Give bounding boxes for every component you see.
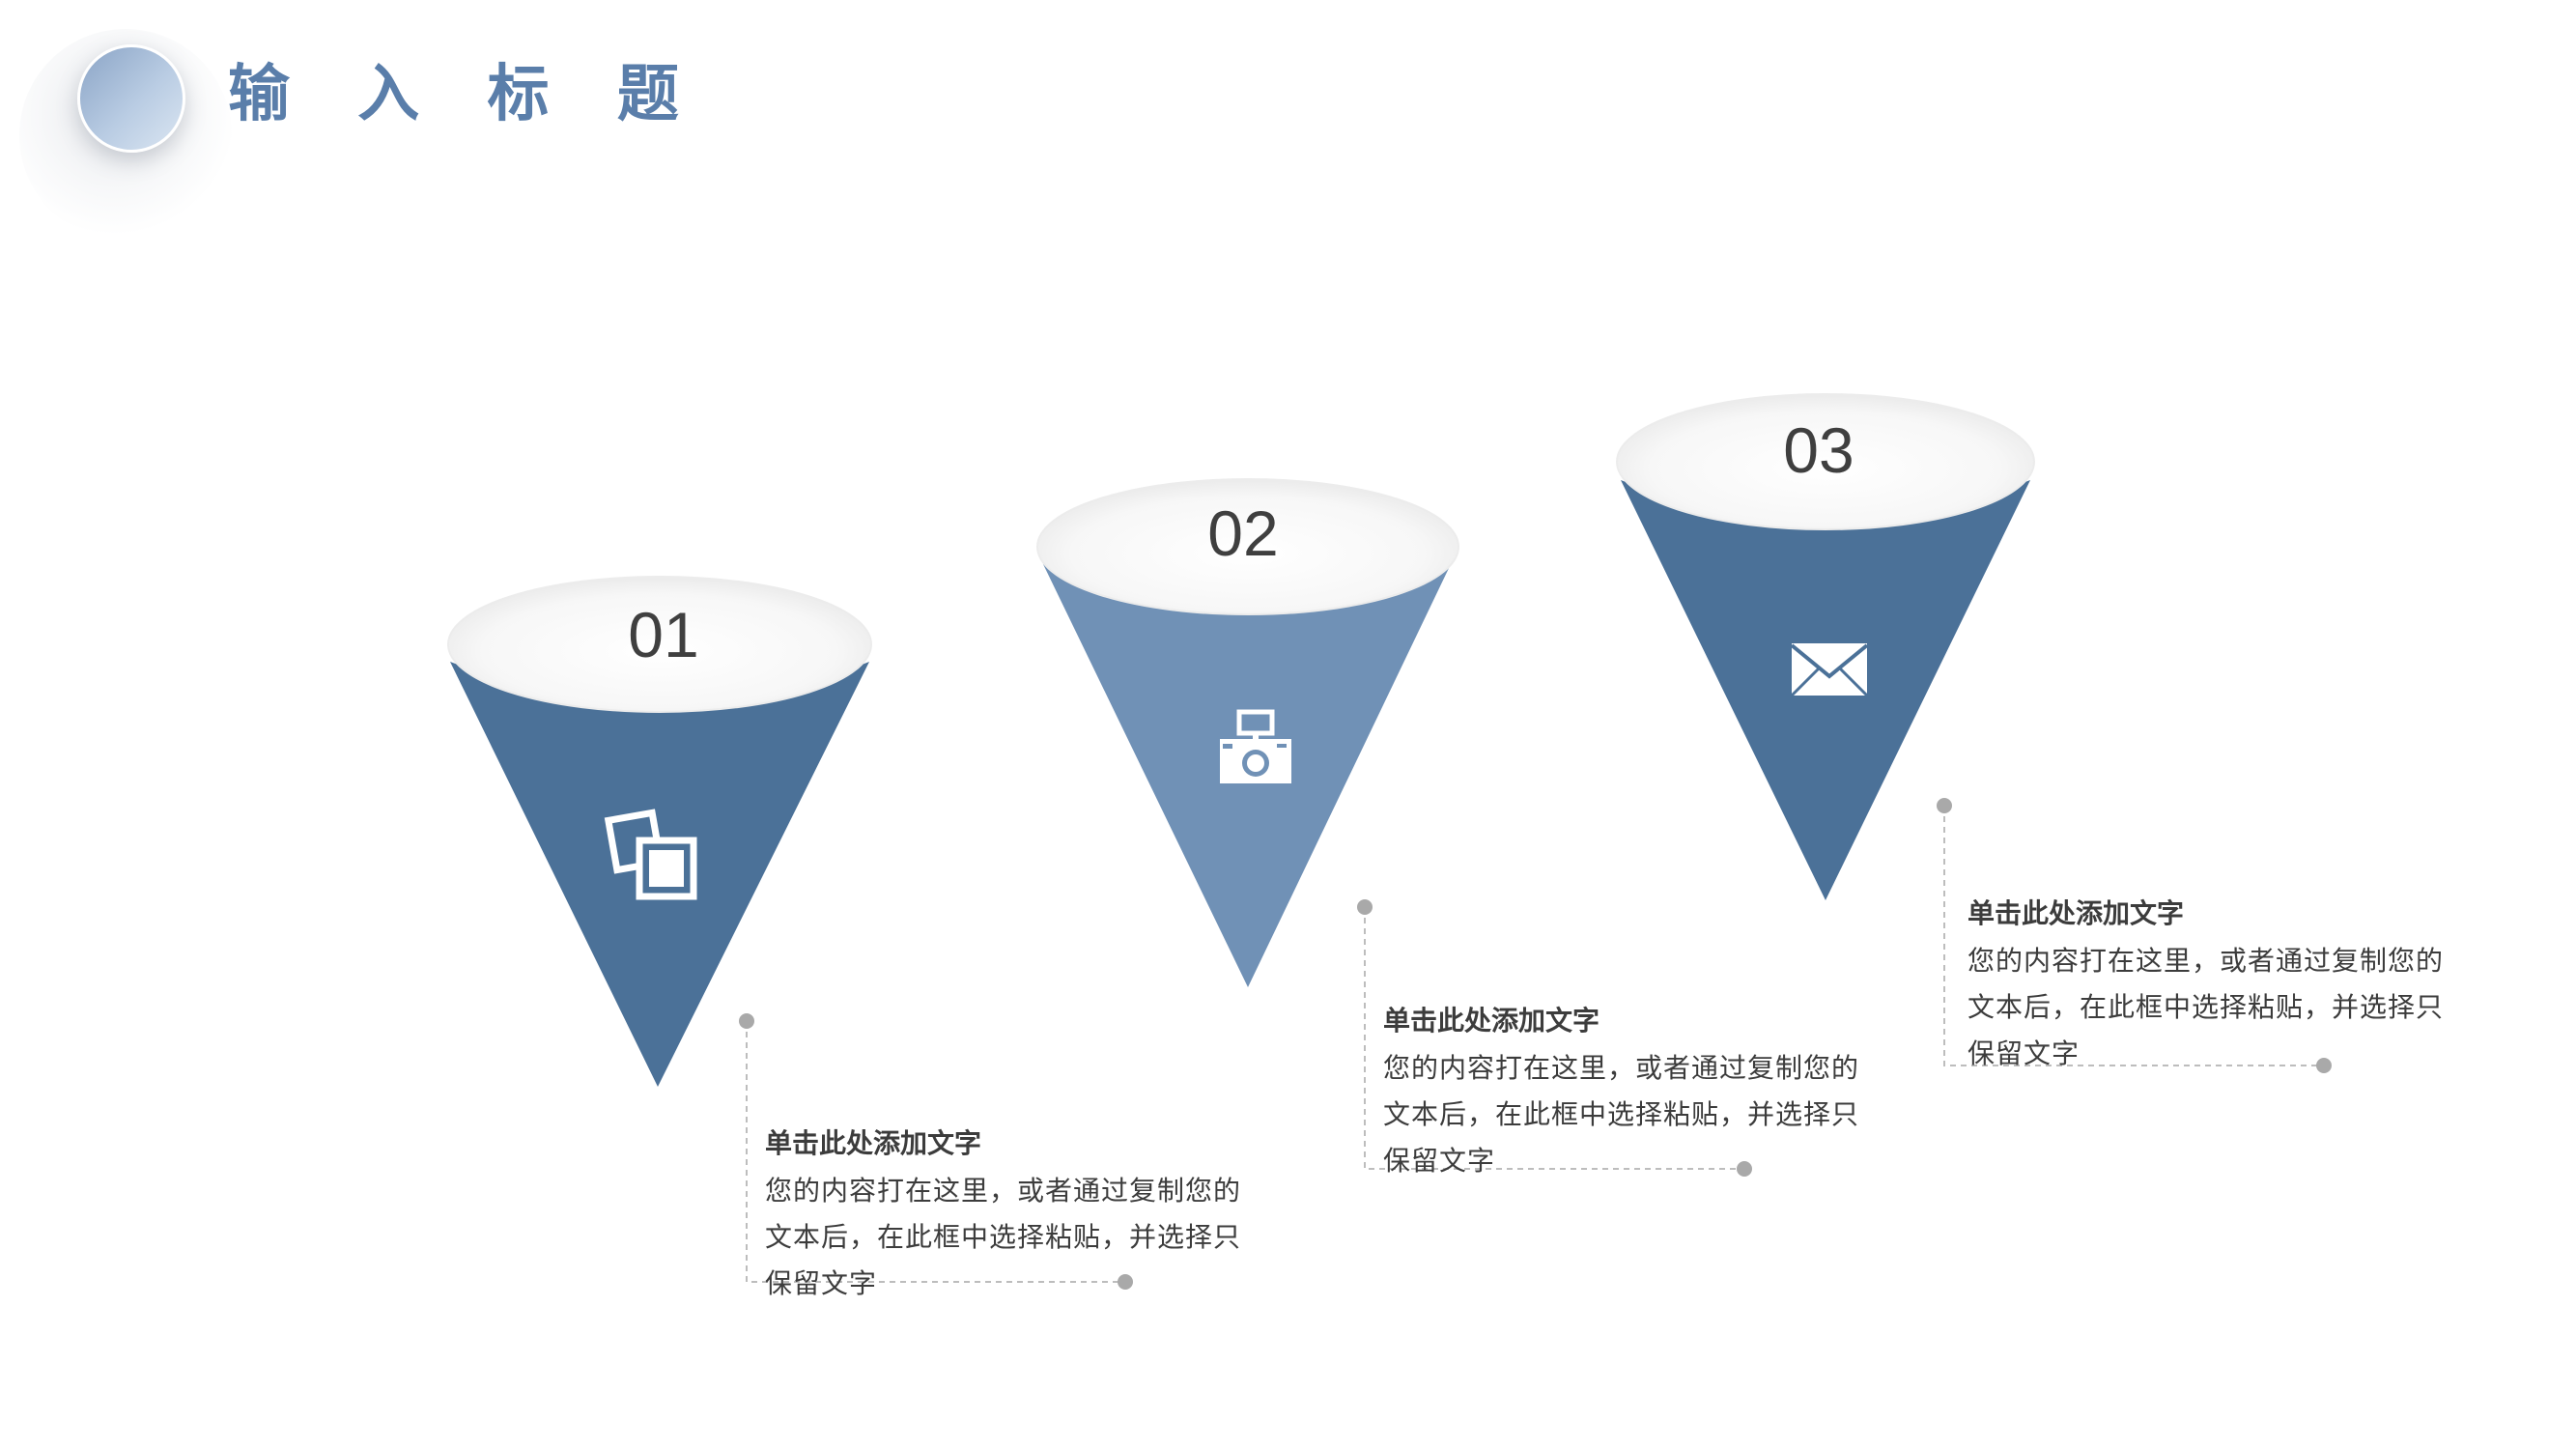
step-text-02[interactable]: 单击此处添加文字 您的内容打在这里，或者通过复制您的文本后，在此框中选择粘贴，并… [1383,1001,1885,1184]
camera-icon [1220,709,1291,783]
cone-01 [447,576,872,1087]
connector-02-start-dot [1357,899,1373,915]
step-body-01: 您的内容打在这里，或者通过复制您的文本后，在此框中选择粘贴，并选择只保留文字 [765,1175,1242,1299]
cone-03 [1616,393,2035,900]
connector-02 [1364,907,1744,1170]
step-text-01[interactable]: 单击此处添加文字 您的内容打在这里，或者通过复制您的文本后，在此框中选择粘贴，并… [765,1123,1267,1307]
step-heading-01: 单击此处添加文字 [765,1127,982,1159]
step-text-03[interactable]: 单击此处添加文字 您的内容打在这里，或者通过复制您的文本后，在此框中选择粘贴，并… [1967,894,2470,1077]
envelope-icon [1790,643,1869,697]
step-heading-03: 单击此处添加文字 [1967,897,2185,929]
connector-01-start-dot [739,1013,754,1029]
connector-03 [1943,806,2324,1066]
step-number-03: 03 [1783,414,1854,486]
connector-01 [746,1021,1125,1283]
connector-03-end-dot [2316,1058,2332,1073]
step-number-01: 01 [628,599,699,670]
page-title: 输 入 标 题 [228,59,702,130]
step-body-03: 您的内容打在这里，或者通过复制您的文本后，在此框中选择粘贴，并选择只保留文字 [1967,945,2445,1069]
step-body-02: 您的内容打在这里，或者通过复制您的文本后，在此框中选择粘贴，并选择只保留文字 [1383,1052,1860,1177]
step-heading-02: 单击此处添加文字 [1383,1005,1600,1037]
photos-icon [604,809,697,900]
connector-01-end-dot [1118,1274,1133,1290]
connector-02-end-dot [1737,1161,1752,1177]
cone-02 [1036,478,1459,987]
connector-03-start-dot [1937,798,1952,813]
logo-circle [77,44,185,153]
step-number-02: 02 [1207,497,1279,569]
